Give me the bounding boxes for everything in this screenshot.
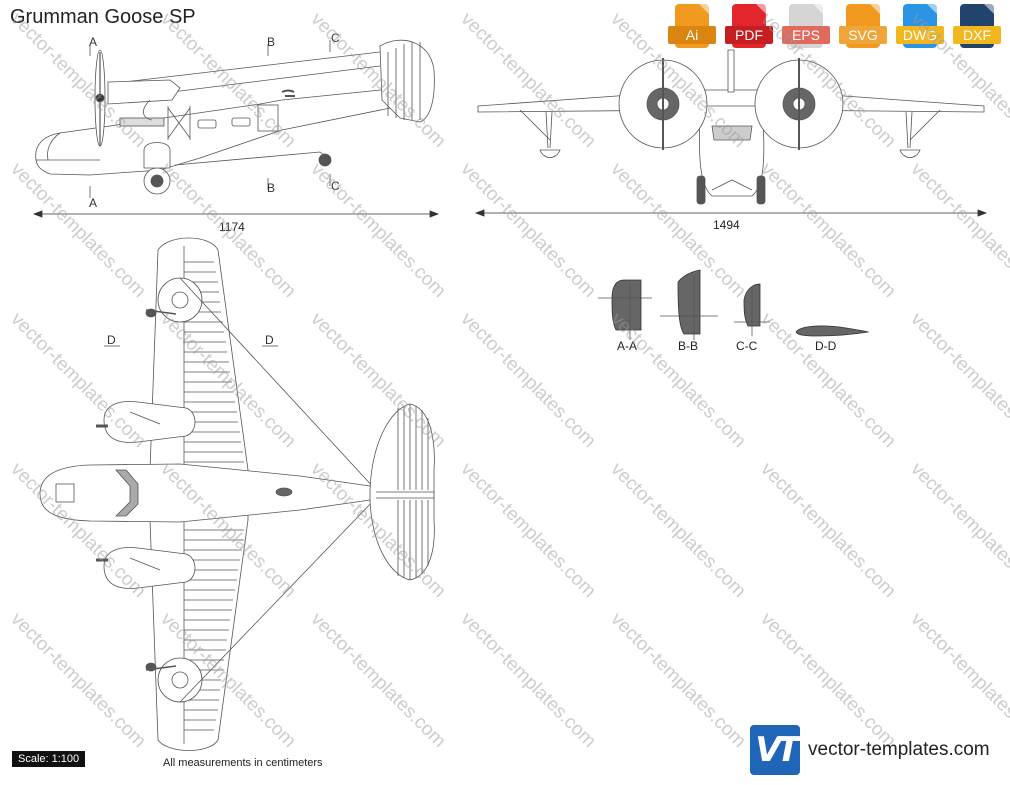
watermark-text: vector-templates.com [606, 609, 749, 752]
section-label-a-a: A-A [617, 339, 637, 353]
section-marker-b-bottom: B [267, 181, 275, 195]
side-view [35, 39, 435, 195]
watermark-text: vector-templates.com [906, 9, 1010, 152]
format-svg-button[interactable]: SVG [839, 4, 887, 52]
watermark-text: vector-templates.com [906, 159, 1010, 302]
page-fold [870, 4, 880, 14]
format-eps-label: EPS [782, 26, 830, 44]
page-fold [927, 4, 937, 14]
watermark-text: vector-templates.com [906, 309, 1010, 452]
watermark-text: vector-templates.com [306, 309, 449, 452]
length-dimension-label: 1174 [219, 220, 245, 234]
format-ai-label: Ai [668, 26, 716, 44]
page-fold [984, 4, 994, 14]
format-ai-button[interactable]: Ai [668, 4, 716, 52]
format-svg-label: SVG [839, 26, 887, 44]
measurement-note: All measurements in centimeters [163, 757, 323, 769]
section-marker-a-bottom: A [89, 196, 97, 210]
watermark-text: vector-templates.com [306, 609, 449, 752]
scale-badge: Scale: 1:100 [12, 751, 86, 767]
format-pdf-label: PDF [725, 26, 773, 44]
page-title: Grumman Goose SP [10, 6, 196, 28]
watermark-text: vector-templates.com [6, 159, 149, 302]
watermark-text: vector-templates.com [456, 459, 599, 602]
watermark-text: vector-templates.com [906, 459, 1010, 602]
section-marker-d-left: D [107, 333, 116, 347]
wingspan-dimension-line [474, 209, 988, 217]
watermark-text: vector-templates.com [756, 459, 899, 602]
section-marker-b-top: B [267, 35, 275, 49]
front-view [477, 49, 985, 205]
brand-site-name: vector-templates.com [808, 739, 990, 760]
brand-link[interactable]: VT vector-templates.com [750, 725, 990, 775]
format-downloads: Ai PDF EPS SVG DWG DXF [668, 4, 1001, 52]
format-dwg-button[interactable]: DWG [896, 4, 944, 52]
watermark-text: vector-templates.com [606, 309, 749, 452]
cross-sections [598, 269, 870, 340]
length-dimension-line [32, 210, 440, 218]
section-marker-d-right: D [265, 333, 274, 347]
format-dxf-label: DXF [953, 26, 1001, 44]
watermark-text: vector-templates.com [6, 309, 149, 452]
top-view [39, 237, 435, 751]
watermark-text: vector-templates.com [6, 609, 149, 752]
vt-logo-icon: VT [750, 725, 800, 775]
page-fold [813, 4, 823, 14]
watermark-text: vector-templates.com [756, 159, 899, 302]
section-b-b-shape [677, 269, 701, 335]
section-a-a-shape [611, 279, 642, 331]
section-marker-c-top: C [331, 31, 340, 45]
watermark-text: vector-templates.com [456, 159, 599, 302]
watermark-text: vector-templates.com [456, 609, 599, 752]
watermark-text: vector-templates.com [306, 159, 449, 302]
format-dxf-button[interactable]: DXF [953, 4, 1001, 52]
side-section-lines [89, 40, 331, 198]
wingspan-dimension-label: 1494 [713, 218, 740, 232]
section-marker-c-bottom: C [331, 179, 340, 193]
page-fold [699, 4, 709, 14]
section-label-d-d: D-D [815, 339, 837, 353]
section-label-b-b: B-B [678, 339, 698, 353]
format-pdf-button[interactable]: PDF [725, 4, 773, 52]
section-marker-a-top: A [89, 35, 97, 49]
watermark-text: vector-templates.com [456, 9, 599, 152]
page-fold [756, 4, 766, 14]
section-d-d-shape [795, 325, 870, 337]
section-label-c-c: C-C [736, 339, 758, 353]
format-eps-button[interactable]: EPS [782, 4, 830, 52]
watermark-text: vector-templates.com [606, 459, 749, 602]
format-dwg-label: DWG [896, 26, 944, 44]
watermark-text: vector-templates.com [456, 309, 599, 452]
